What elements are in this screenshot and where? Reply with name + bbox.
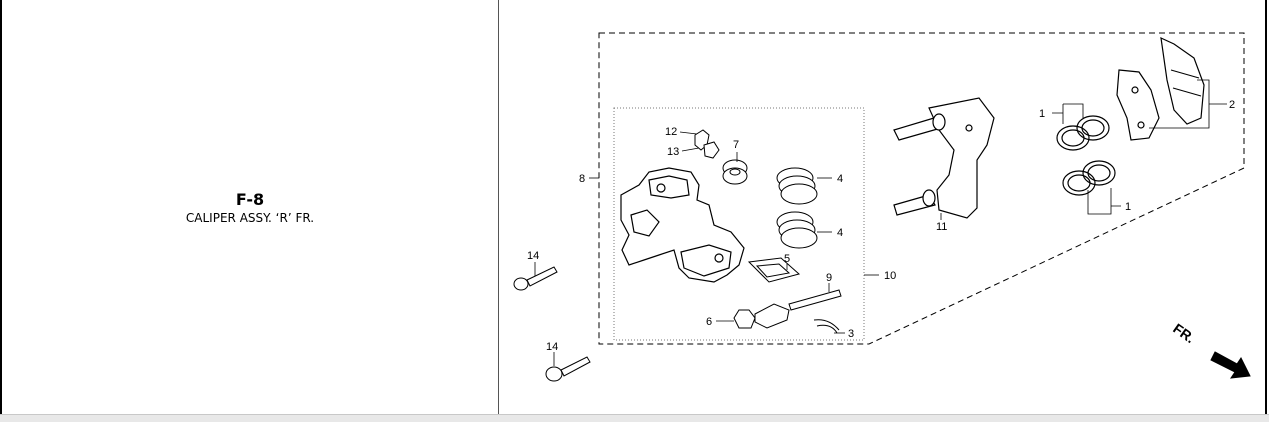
figure-title-block: F-8 CALIPER ASSY. ‘R’ FR. (2, 190, 498, 226)
bottom-scrollbar[interactable] (0, 414, 1269, 422)
front-direction-arrow (1210, 351, 1251, 379)
pin-bolt-part (733, 289, 842, 329)
parts-diagram: 8 12 13 7 4 4 5 9 10 6 3 11 1 1 2 14 14 … (499, 0, 1267, 414)
caliper-bracket-part (893, 97, 995, 219)
front-direction-label: FR. (1170, 320, 1198, 346)
callout-11: 11 (936, 221, 947, 233)
callout-8: 8 (579, 173, 585, 185)
callout-3: 3 (848, 328, 854, 340)
caliper-body-part (620, 167, 745, 283)
pad-spring-part (747, 257, 801, 283)
bleeder-valve-part (694, 129, 748, 185)
callout-7: 7 (733, 139, 739, 151)
clip-part (813, 319, 840, 334)
callout-5: 5 (784, 253, 790, 265)
callout-9: 9 (826, 272, 832, 284)
piston-seal-part (1056, 115, 1116, 196)
figure-name: CALIPER ASSY. ‘R’ FR. (185, 211, 315, 225)
callout-13: 13 (667, 146, 679, 158)
callout-4-top: 4 (837, 173, 843, 185)
flange-bolt-part (513, 266, 591, 382)
callout-14-top: 14 (527, 250, 539, 262)
callout-1-top: 1 (1039, 108, 1045, 120)
figure-code: F-8 (235, 190, 265, 209)
piston-part (776, 167, 818, 249)
column-divider (498, 0, 499, 414)
callout-14-bottom: 14 (546, 341, 558, 353)
callout-1-bottom: 1 (1125, 201, 1131, 213)
callout-4-bottom: 4 (837, 227, 843, 239)
brake-pad-part (1116, 36, 1205, 141)
callout-12: 12 (665, 126, 677, 138)
callout-6: 6 (706, 316, 712, 328)
callout-10: 10 (884, 270, 896, 282)
callout-2: 2 (1229, 99, 1235, 111)
caliper-body-boundary (613, 107, 865, 341)
